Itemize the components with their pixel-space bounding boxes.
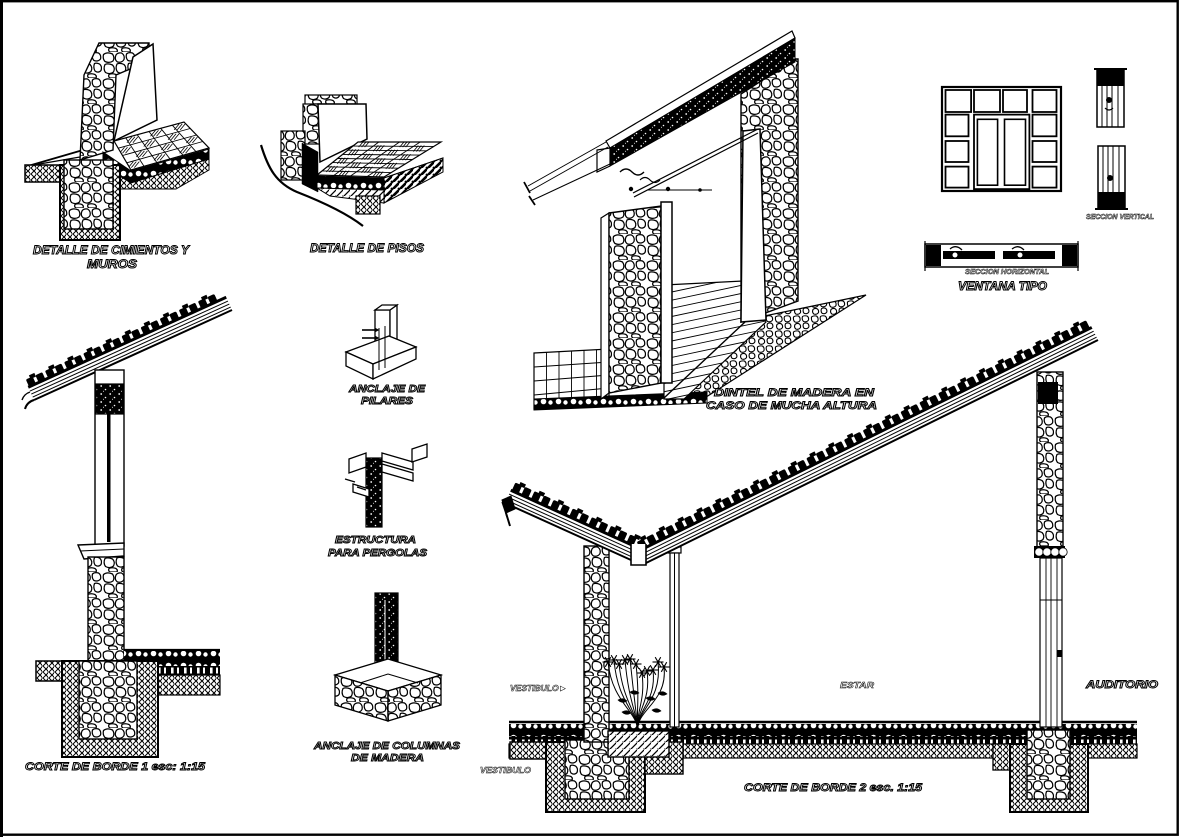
svg-text:CORTE DE BORDE 2 esc. 1:15: CORTE DE BORDE 2 esc. 1:15	[744, 782, 923, 794]
svg-text:ESTAR: ESTAR	[840, 680, 875, 690]
svg-text:ANCLAJE DE COLUMNAS: ANCLAJE DE COLUMNAS	[313, 740, 460, 752]
svg-text:SECCION HORIZONTAL: SECCION HORIZONTAL	[965, 267, 1049, 276]
svg-text:SECCION VERTICAL: SECCION VERTICAL	[1086, 212, 1154, 221]
svg-text:VESTIBULO: VESTIBULO	[480, 765, 531, 775]
svg-text:VENTANA TIPO: VENTANA TIPO	[958, 281, 1047, 293]
svg-text:DINTEL DE MADERA EN: DINTEL DE MADERA EN	[714, 387, 875, 399]
svg-text:MUROS: MUROS	[87, 259, 137, 271]
svg-text:DETALLE DE PISOS: DETALLE DE PISOS	[310, 243, 424, 255]
svg-text:PILARES: PILARES	[361, 395, 413, 407]
svg-text:DETALLE DE CIMIENTOS Y: DETALLE DE CIMIENTOS Y	[33, 245, 190, 257]
svg-text:VESTIBULO►: VESTIBULO►	[510, 683, 567, 693]
svg-text:CORTE DE BORDE 1 esc: 1:15: CORTE DE BORDE 1 esc: 1:15	[25, 761, 206, 773]
svg-text:ANCLAJE DE: ANCLAJE DE	[348, 383, 426, 395]
svg-text:PARA PERGOLAS: PARA PERGOLAS	[328, 547, 427, 559]
svg-text:ESTRUCTURA: ESTRUCTURA	[335, 534, 416, 546]
svg-text:CASO DE MUCHA ALTURA: CASO DE MUCHA ALTURA	[706, 400, 877, 412]
svg-text:AUDITORIO: AUDITORIO	[1085, 679, 1159, 691]
svg-text:DE MADERA: DE MADERA	[351, 752, 424, 764]
